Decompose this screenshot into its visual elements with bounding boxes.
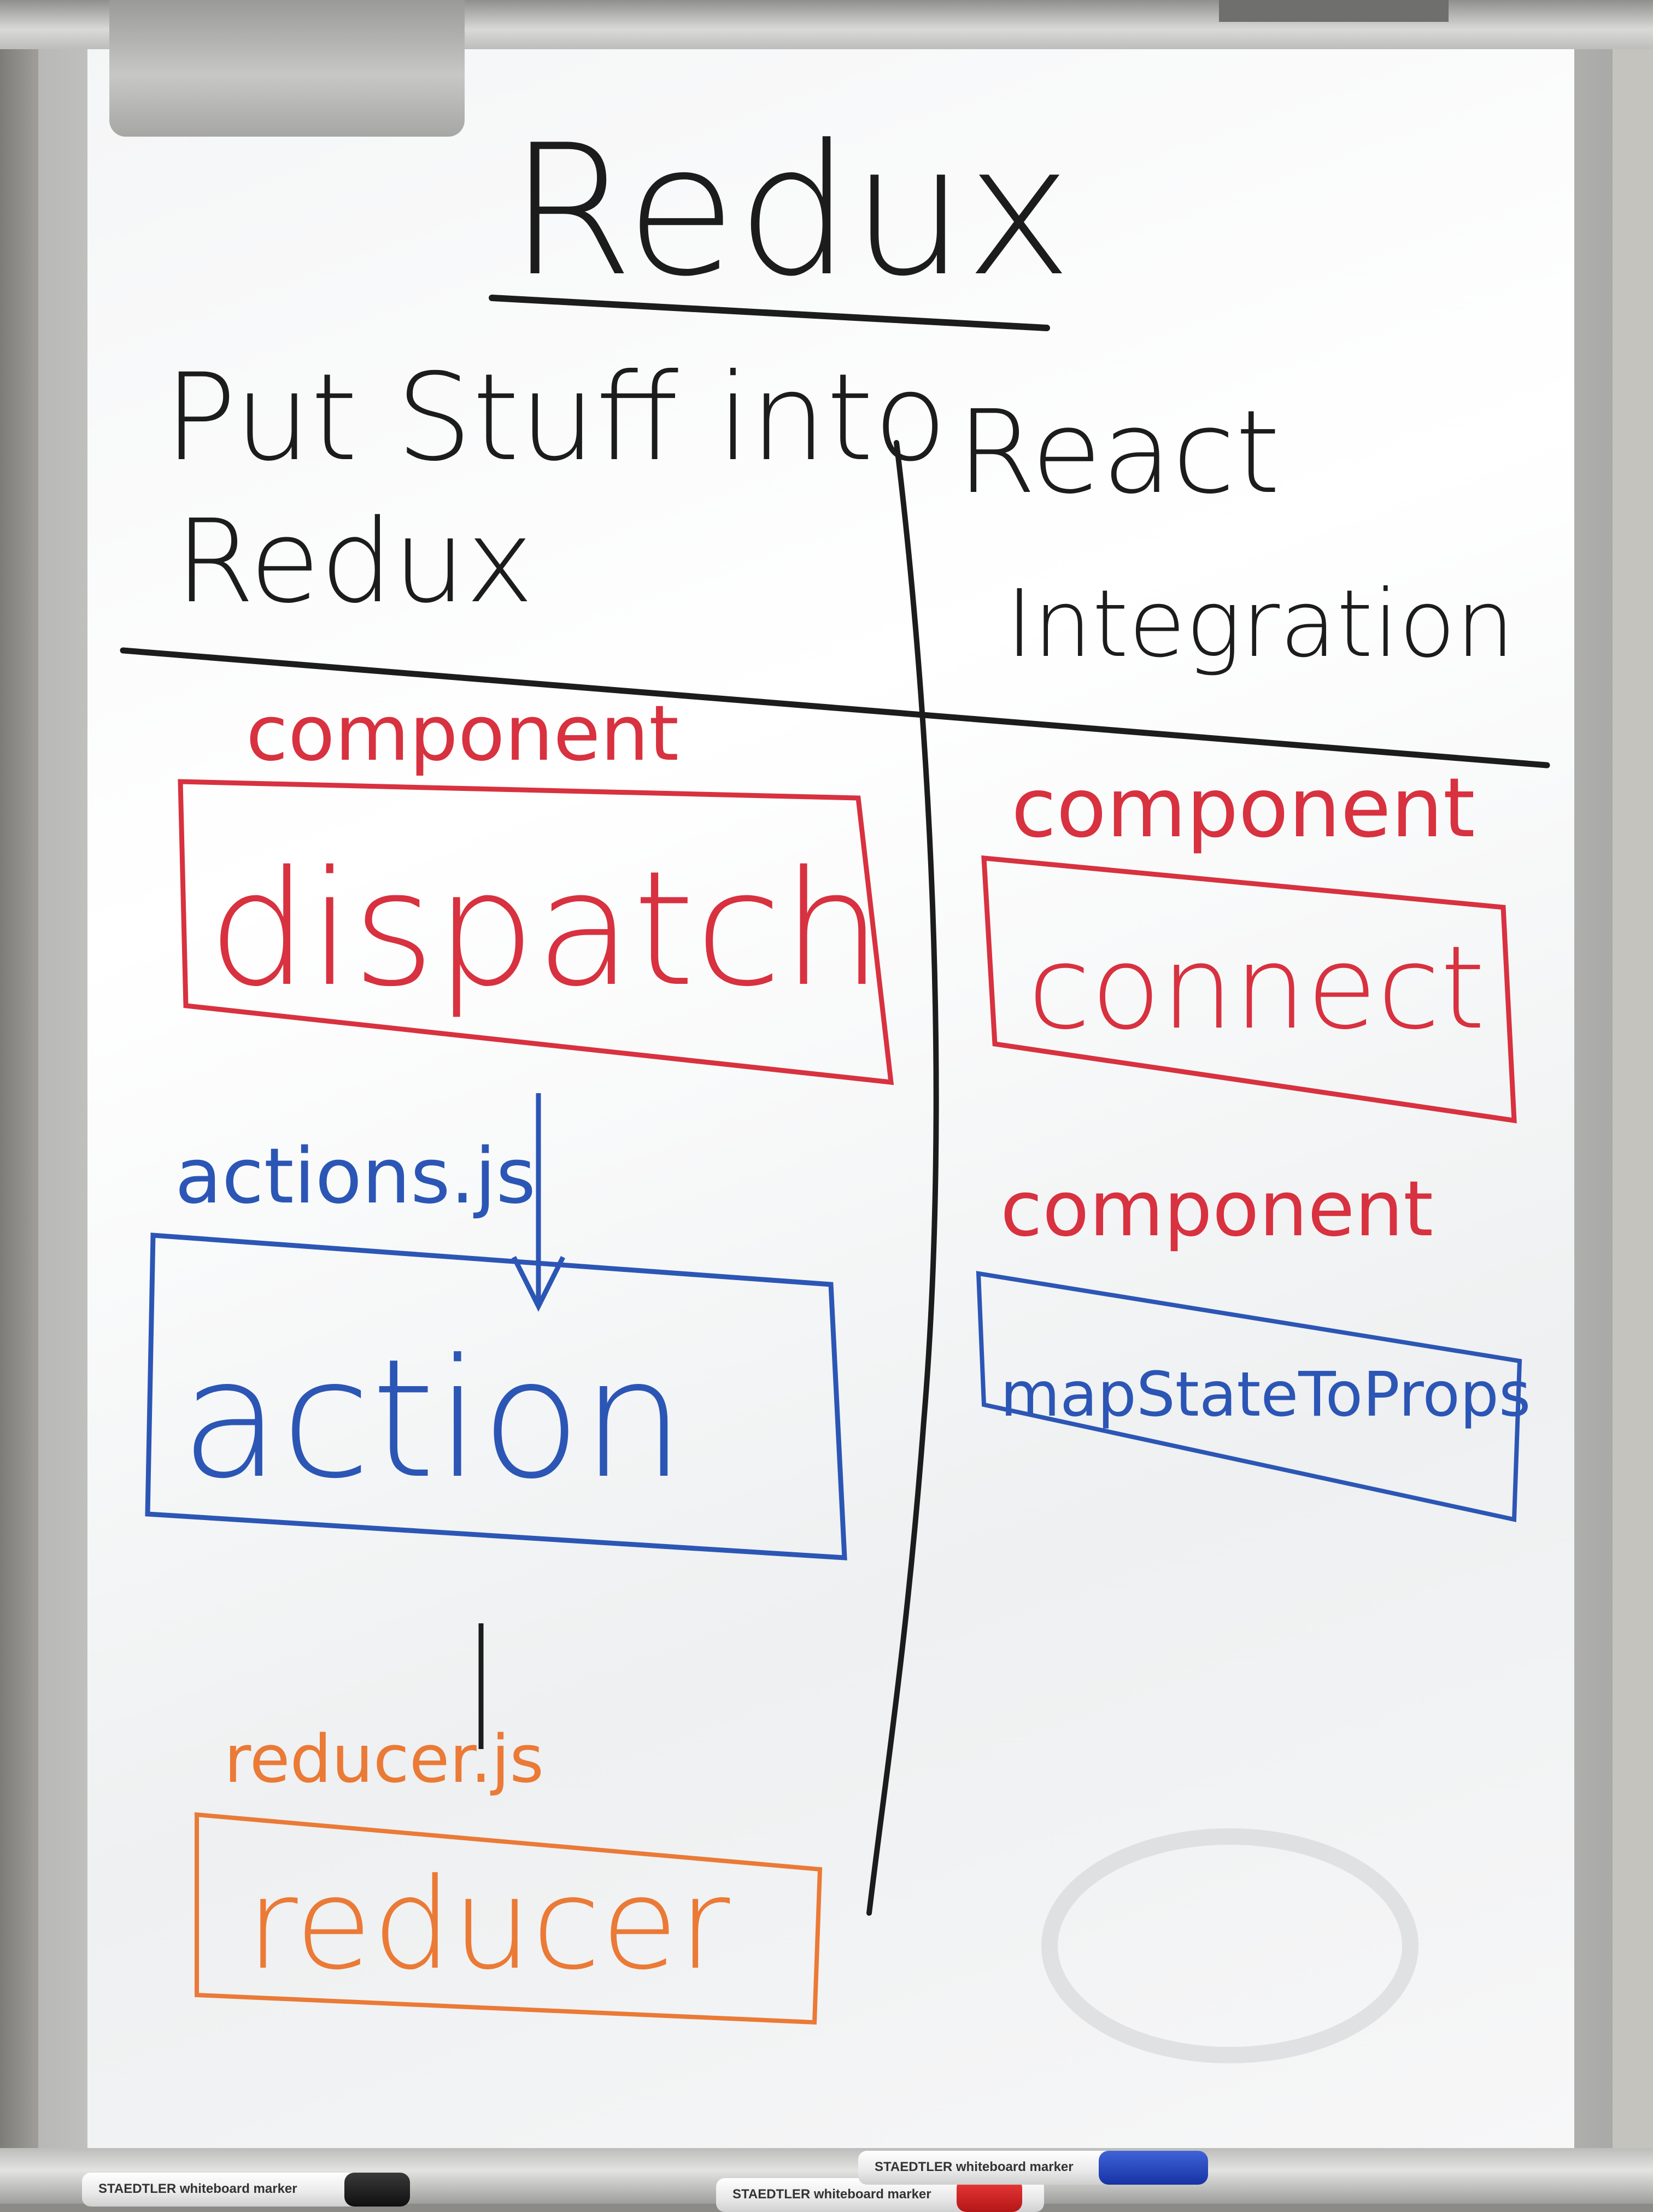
paper-clip-holder: [109, 0, 465, 137]
reducer-label: reducer: [246, 1852, 730, 1998]
marker-blue[interactable]: STAEDTLER whiteboard marker: [858, 2151, 1208, 2185]
right-component-label-1: component: [1011, 761, 1475, 856]
actions-file-label: actions.js: [175, 1132, 536, 1221]
connect-label: connect: [1028, 921, 1485, 1055]
action-label: action: [180, 1324, 685, 1515]
title-underline: [489, 295, 1050, 331]
right-heading-line1: React: [957, 385, 1280, 519]
title: Redux: [508, 106, 1072, 316]
dispatch-box: [178, 779, 894, 1086]
marker-black[interactable]: STAEDTLER whiteboard marker: [82, 2173, 410, 2207]
connect-box: [981, 855, 1517, 1124]
vertical-divider: [866, 440, 939, 1916]
action-box: [145, 1233, 847, 1560]
map-state-label: mapStateToProps: [1000, 1359, 1531, 1430]
marker-red-label: STAEDTLER whiteboard marker: [732, 2187, 931, 2202]
dispatch-label: dispatch: [208, 837, 882, 1022]
erased-smudge: [1041, 1828, 1418, 2063]
arrow-dispatch-to-action: [511, 1093, 566, 1312]
horizontal-divider: [120, 647, 1550, 768]
left-heading-line1: Put Stuff into: [164, 348, 947, 488]
right-heading-line2: Integration: [1006, 570, 1515, 678]
right-component-label-2: component: [1000, 1165, 1433, 1254]
left-heading-line2: Redux: [175, 495, 534, 629]
top-right-clip: [1219, 0, 1449, 22]
reducer-file-label: reducer.js: [224, 1722, 544, 1798]
marker-black-label: STAEDTLER whiteboard marker: [98, 2181, 297, 2196]
left-component-label: component: [246, 689, 679, 778]
whiteboard-surface: [87, 22, 1574, 2154]
marker-blue-label: STAEDTLER whiteboard marker: [875, 2160, 1074, 2174]
map-state-box: [976, 1271, 1522, 1522]
reducer-box: [195, 1812, 823, 2025]
